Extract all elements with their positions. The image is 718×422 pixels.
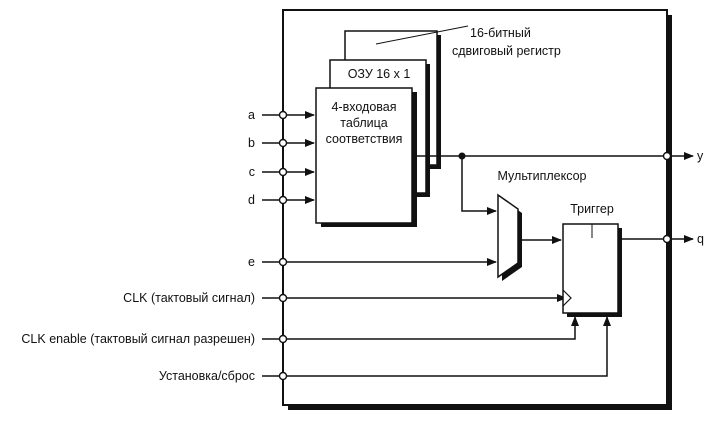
input-label-e: e — [248, 255, 255, 269]
trigger-block — [562, 223, 619, 314]
input-label-d: d — [248, 193, 255, 207]
clk-enable-label: CLK enable (тактовый сигнал разрешен) — [21, 332, 255, 346]
trigger-label: Триггер — [570, 202, 614, 216]
set-reset-line — [262, 316, 611, 377]
trigger-clock-notch — [562, 289, 572, 307]
input-label-c: c — [249, 165, 255, 179]
multiplexer — [497, 193, 519, 279]
lut-to-mux-line — [461, 156, 497, 215]
input-label-b: b — [248, 136, 255, 150]
output-label-q: q — [697, 232, 704, 246]
ram-label: ОЗУ 16 x 1 — [348, 67, 411, 81]
lut-label-line2: таблица — [340, 116, 388, 130]
port-circles — [278, 110, 672, 381]
lut-label-line3: соответствия — [326, 132, 403, 146]
set-reset-label: Установка/сброс — [159, 369, 255, 383]
lut-label-line1: 4-входовая — [331, 100, 396, 114]
clk-label: CLK (тактовый сигнал) — [123, 291, 255, 305]
shift-register-callout — [375, 25, 469, 45]
shift-register-label-line2: сдвиговый регистр — [452, 44, 561, 58]
shift-register-label-line1: 16-битный — [470, 26, 531, 40]
output-label-y: y — [697, 149, 704, 163]
input-lines-abcd — [262, 111, 315, 204]
lut-block — [315, 87, 413, 224]
input-label-a: a — [248, 108, 255, 122]
clk-enable-line — [262, 316, 579, 340]
multiplexer-label: Мультиплексор — [498, 169, 587, 183]
lut-output-junction — [458, 152, 466, 160]
